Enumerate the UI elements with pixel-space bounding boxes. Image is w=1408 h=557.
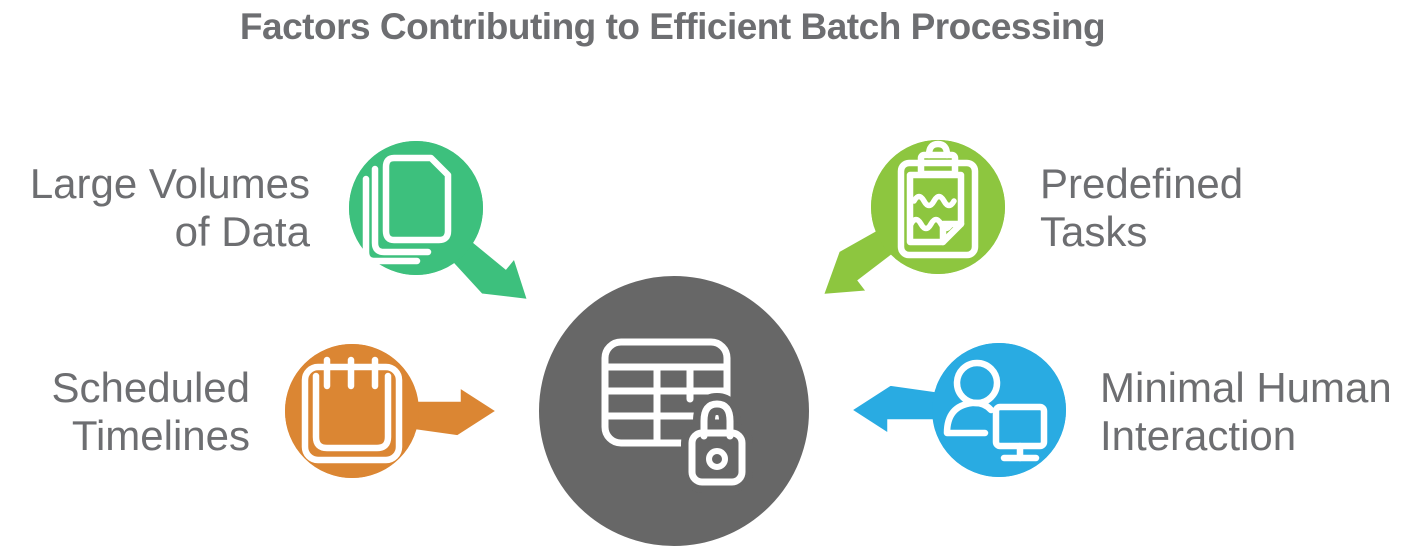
label-line: Scheduled xyxy=(51,364,251,411)
person-computer-icon xyxy=(943,359,1048,462)
diagram-title: Factors Contributing to Efficient Batch … xyxy=(239,6,1106,47)
factor-node-large-volumes xyxy=(343,135,535,306)
label-minimal-human: Minimal Human Interaction xyxy=(1100,364,1405,460)
factor-node-minimal-human xyxy=(842,337,1072,483)
label-line: Interaction xyxy=(1100,412,1297,459)
center-node xyxy=(531,268,817,554)
label-scheduled-timelines: Scheduled Timelines xyxy=(0,364,251,460)
label-line: Tasks xyxy=(1040,208,1148,255)
label-line: Minimal Human xyxy=(1100,364,1392,411)
factor-node-predefined-tasks xyxy=(816,134,1011,300)
label-line: Predefined xyxy=(1040,160,1244,207)
label-large-volumes: Large Volumes of Data xyxy=(0,160,310,256)
lock-icon xyxy=(688,400,746,486)
label-line: of Data xyxy=(174,208,310,255)
calendar-icon xyxy=(301,356,403,464)
factor-node-scheduled-timelines xyxy=(279,338,506,484)
label-line: Timelines xyxy=(71,412,250,459)
label-line: Large Volumes xyxy=(29,160,310,207)
documents-stack-icon xyxy=(362,154,452,265)
clipboard-icon xyxy=(897,140,979,259)
label-predefined-tasks: Predefined Tasks xyxy=(1040,160,1400,256)
center-circle xyxy=(531,268,817,554)
